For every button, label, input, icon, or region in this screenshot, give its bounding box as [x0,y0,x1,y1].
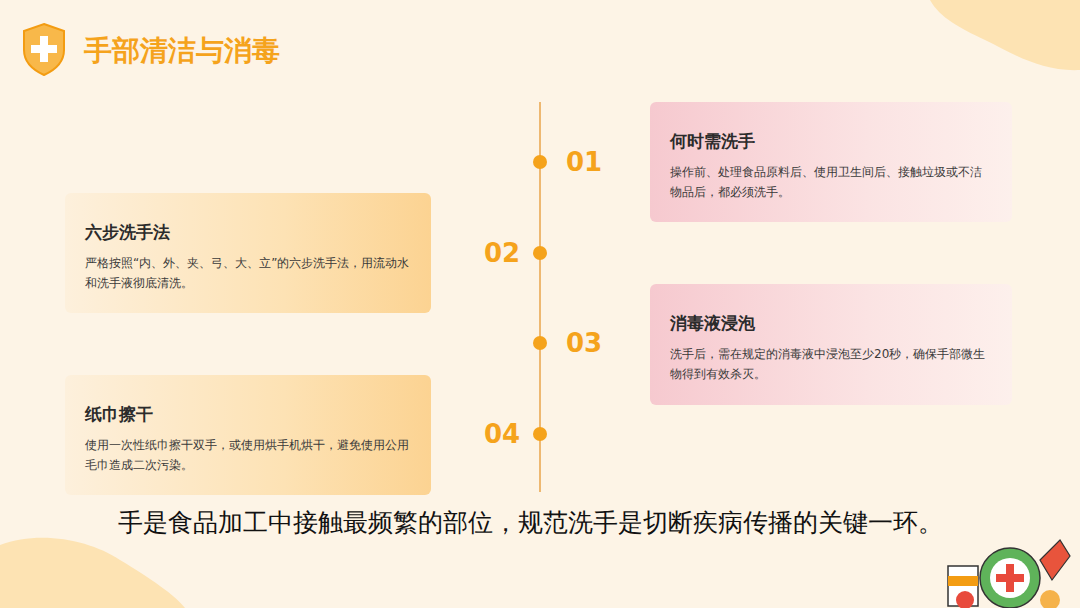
step-card: 六步洗手法严格按照“内、外、夹、弓、大、立”的六步洗手法，用流动水和洗手液彻底清… [65,193,431,313]
timeline-dot [533,427,547,441]
card-body: 使用一次性纸巾擦干双手，或使用烘手机烘干，避免使用公用毛巾造成二次污染。 [85,436,411,476]
shield-icon [24,24,64,75]
card-body: 严格按照“内、外、夹、弓、大、立”的六步洗手法，用流动水和洗手液彻底清洗。 [85,254,411,294]
slide-title: 手部清洁与消毒 [84,32,280,70]
timeline-dot [533,155,547,169]
timeline-dot [533,246,547,260]
step-card: 消毒液浸泡洗手后，需在规定的消毒液中浸泡至少20秒，确保手部微生物得到有效杀灭。 [650,284,1012,405]
card-heading: 六步洗手法 [85,221,411,244]
callout-number: 04 [484,419,520,449]
step-card: 纸巾擦干使用一次性纸巾擦干双手，或使用烘手机烘干，避免使用公用毛巾造成二次污染。 [65,375,431,495]
corner-blob [930,0,1080,70]
card-body: 洗手后，需在规定的消毒液中浸泡至少20秒，确保手部微生物得到有效杀灭。 [670,345,992,385]
callout-number: 02 [484,238,520,268]
card-body: 操作前、处理食品原料后、使用卫生间后、接触垃圾或不洁物品后，都必须洗手。 [670,163,992,203]
timeline-dot [533,336,547,350]
callout-number: 01 [566,147,602,177]
card-heading: 消毒液浸泡 [670,312,992,335]
callout-number: 03 [566,328,602,358]
card-heading: 纸巾擦干 [85,403,411,426]
corner-blob [0,538,185,608]
card-heading: 何时需洗手 [670,130,992,153]
slide-caption: 手是食品加工中接触最频繁的部位，规范洗手是切断疾病传播的关键一环。 [60,506,1000,539]
step-card: 何时需洗手操作前、处理食品原料后、使用卫生间后、接触垃圾或不洁物品后，都必须洗手… [650,102,1012,222]
food-illustration [948,540,1070,608]
